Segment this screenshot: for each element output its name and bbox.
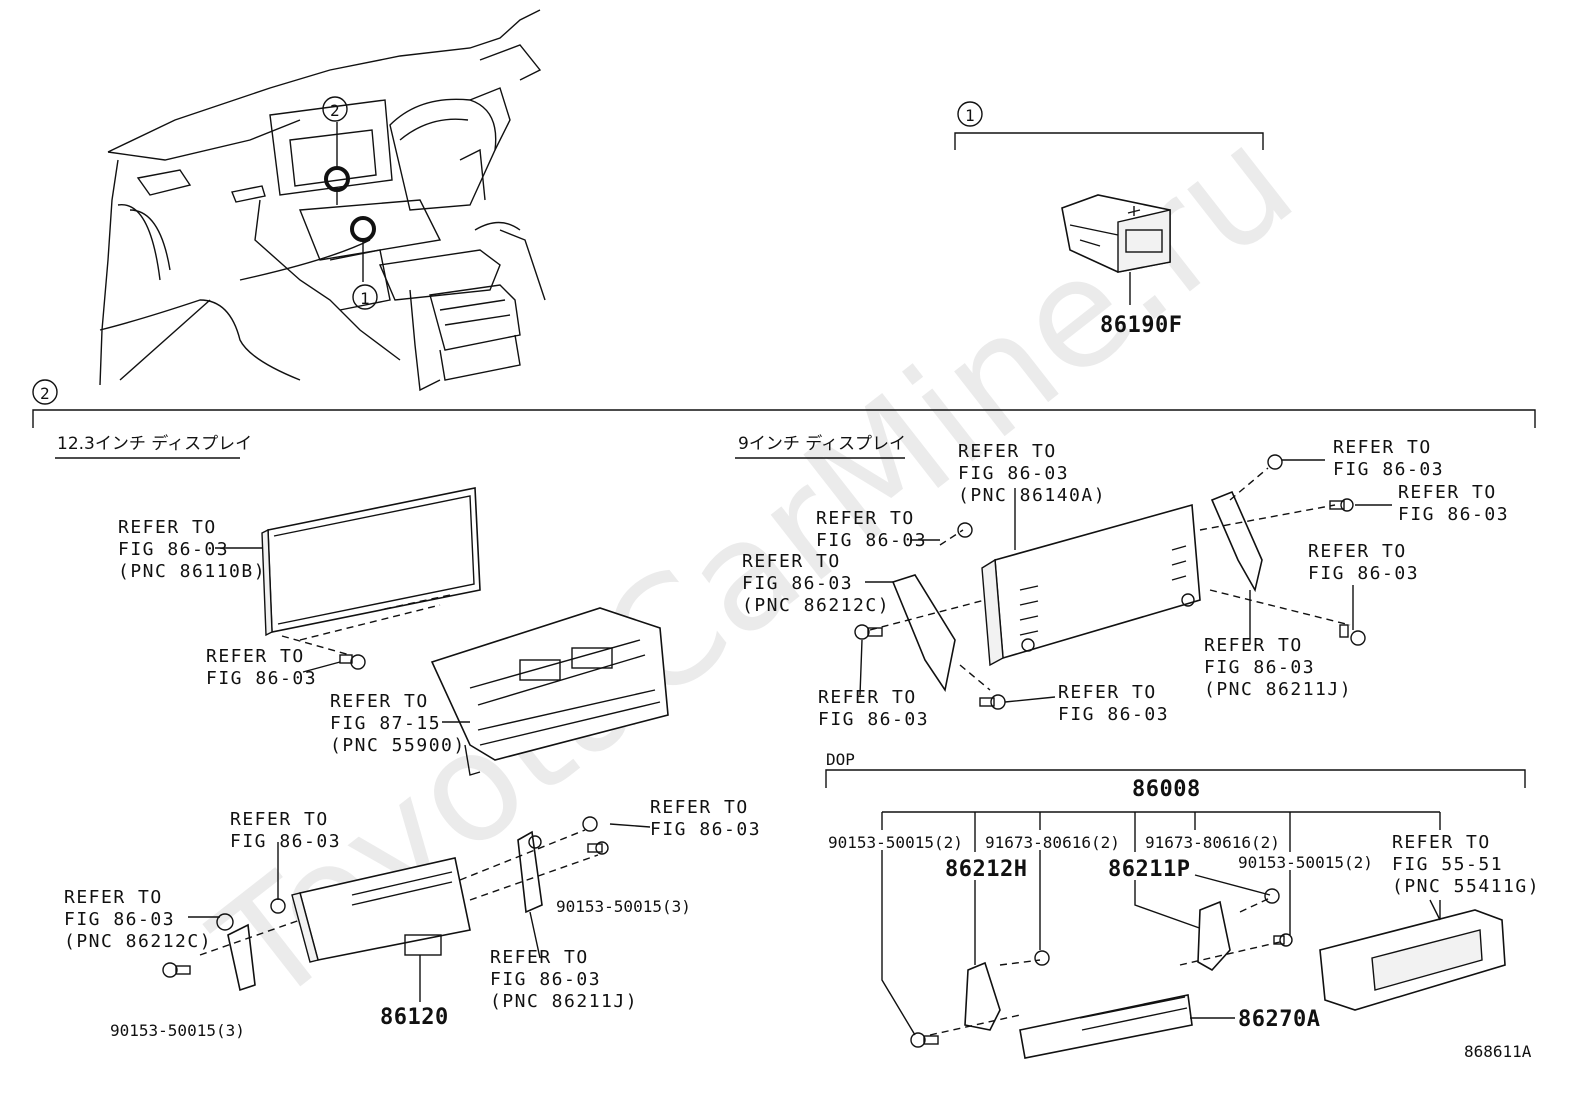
ref-screw-line2: FIG 86-03	[206, 668, 317, 689]
ref-86211j-line3: (PNC 86211J)	[490, 991, 638, 1012]
ref-86212c-line3: (PNC 86212C)	[64, 931, 212, 952]
ref-86211j-line1: REFER TO	[490, 947, 589, 968]
ref-right-bolt-line2: FIG 86-03	[1398, 504, 1509, 525]
ref-86110b-line1: REFER TO	[118, 517, 217, 538]
heading-12-3-display: 12.3インチ ディスプレイ	[57, 433, 252, 454]
part-86190F: 86190F	[1100, 313, 1182, 338]
ref-55411g-line1: REFER TO	[1392, 832, 1491, 853]
ref-9in-86212c-line1: REFER TO	[742, 551, 841, 572]
display-55411g-part	[1319, 909, 1506, 1011]
callout-2-label: 2	[330, 101, 340, 120]
bolt-icon	[854, 624, 883, 640]
ref-9in-86211j-line3: (PNC 86211J)	[1204, 679, 1352, 700]
screw-icon	[1267, 454, 1283, 470]
ref-55411g-line2: FIG 55-51	[1392, 854, 1503, 875]
heading-9-display: 9インチ ディスプレイ	[738, 433, 906, 454]
section-1-label: 1	[965, 106, 975, 125]
section-1-badge	[957, 101, 983, 127]
ref-9in-left-bolt-line2: FIG 86-03	[818, 709, 929, 730]
part-86120: 86120	[380, 1005, 449, 1030]
bolt-icon	[587, 841, 609, 855]
ref-9in-86211j-line2: FIG 86-03	[1204, 657, 1315, 678]
screw-icon	[582, 816, 598, 832]
ref-top-right-line2: FIG 86-03	[1333, 459, 1444, 480]
screw-icon	[1034, 950, 1050, 966]
bolt-icon	[1339, 624, 1366, 646]
ref-9in-bottom-bolt-line2: FIG 86-03	[1058, 704, 1169, 725]
part-86270A: 86270A	[1238, 1007, 1320, 1032]
callout-2-badge	[322, 96, 348, 122]
ref-top-screw-line1: REFER TO	[230, 809, 329, 830]
ref-86110b-line2: FIG 86-03	[118, 539, 229, 560]
ref-top-screw-line2: FIG 86-03	[230, 831, 341, 852]
ref-86212c-line2: FIG 86-03	[64, 909, 175, 930]
display-12-3-panel	[261, 487, 481, 637]
usb-port-part	[1061, 194, 1171, 273]
ref-55900-line2: FIG 87-15	[330, 713, 441, 734]
display-86120-part	[291, 857, 471, 963]
unit-86270a	[1019, 994, 1193, 1059]
part-86212H: 86212H	[945, 857, 1027, 882]
callout-1-badge	[352, 284, 378, 310]
ref-9in-screw-line1: REFER TO	[816, 508, 915, 529]
bolt-90153-right: 90153-50015(3)	[556, 897, 691, 916]
ref-lower-right-line2: FIG 86-03	[1308, 563, 1419, 584]
dashboard-illustration	[99, 9, 546, 392]
kit-tree	[881, 811, 1441, 852]
bolt-icon	[979, 694, 1006, 710]
ref-9in-screw-line2: FIG 86-03	[816, 530, 927, 551]
screw-icon	[957, 522, 973, 538]
ref-86212c-line1: REFER TO	[64, 887, 163, 908]
ref-right-bolt-line1: REFER TO	[1398, 482, 1497, 503]
callout-1-label: 1	[360, 289, 370, 308]
bolt-91673-dop-left: 91673-80616(2)	[985, 833, 1120, 852]
ref-top-right-line1: REFER TO	[1333, 437, 1432, 458]
ref-right-screw-line2: FIG 86-03	[650, 819, 761, 840]
ref-9in-86211j-line1: REFER TO	[1204, 635, 1303, 656]
ref-9in-86212c-line2: FIG 86-03	[742, 573, 853, 594]
part-86211P: 86211P	[1108, 857, 1190, 882]
ref-9in-bottom-bolt-line1: REFER TO	[1058, 682, 1157, 703]
right-bracket-86211j	[517, 830, 543, 914]
ref-55900-line3: (PNC 55900)	[330, 735, 466, 756]
figure-id: 868611A	[1464, 1042, 1532, 1061]
section-2-label: 2	[40, 384, 50, 403]
ref-55900-line1: REFER TO	[330, 691, 429, 712]
section-2-bracket	[32, 409, 1536, 428]
screw-icon	[1264, 888, 1280, 904]
ref-86140a-line1: REFER TO	[958, 441, 1057, 462]
bolt-90153-dop-left: 90153-50015(2)	[828, 833, 963, 852]
bolt-icon	[162, 962, 191, 978]
ref-55411g-line3: (PNC 55411G)	[1392, 876, 1540, 897]
dop-label: DOP	[826, 750, 855, 769]
bolt-icon	[1329, 498, 1354, 512]
dop-bracket	[825, 769, 1526, 788]
ref-86211j-line2: FIG 86-03	[490, 969, 601, 990]
left-bracket-86212c	[216, 913, 256, 992]
bracket-86212c-9in	[891, 574, 956, 693]
ref-86110b-line3: (PNC 86110B)	[118, 561, 266, 582]
section-2-badge	[32, 379, 58, 405]
ref-9in-86212c-line3: (PNC 86212C)	[742, 595, 890, 616]
bolt-icon	[910, 1032, 939, 1048]
ref-86140a-line2: FIG 86-03	[958, 463, 1069, 484]
ref-9in-left-bolt-line1: REFER TO	[818, 687, 917, 708]
ref-86140a-line3: (PNC 86140A)	[958, 485, 1106, 506]
bracket-86211p	[1197, 900, 1231, 972]
bolt-icon	[1273, 933, 1293, 947]
ref-lower-right-line1: REFER TO	[1308, 541, 1407, 562]
display-9-panel	[981, 503, 1201, 667]
bracket-86211j-9in	[1210, 490, 1263, 593]
screw-icon	[339, 654, 366, 670]
section-1-bracket	[954, 132, 1264, 150]
part-86008: 86008	[1132, 777, 1201, 802]
leader-lines	[188, 459, 1441, 959]
bolt-91673-dop-right: 91673-80616(2)	[1145, 833, 1280, 852]
bezel-55900-part	[430, 607, 669, 776]
bolt-90153-left: 90153-50015(3)	[110, 1021, 245, 1040]
ref-screw-line1: REFER TO	[206, 646, 305, 667]
ref-right-screw-line1: REFER TO	[650, 797, 749, 818]
bolt-90153-dop-right: 90153-50015(2)	[1238, 853, 1373, 872]
